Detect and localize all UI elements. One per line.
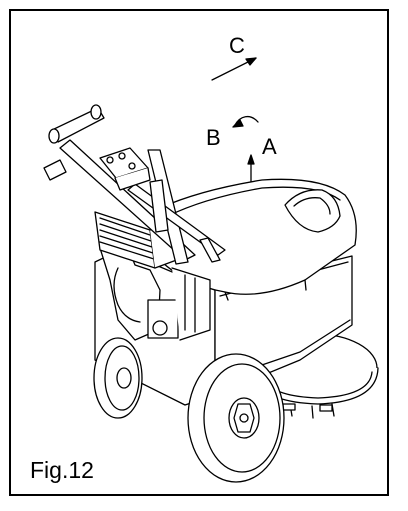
arrow-b-icon bbox=[232, 115, 259, 128]
label-c: C bbox=[229, 33, 245, 58]
label-a: A bbox=[262, 134, 277, 159]
arrow-a-icon bbox=[247, 154, 255, 183]
arrow-c-icon bbox=[211, 57, 257, 81]
large-wheel bbox=[187, 353, 285, 483]
label-b: B bbox=[206, 125, 221, 150]
side-machinery bbox=[99, 239, 211, 341]
small-wheel bbox=[93, 337, 143, 419]
figure-caption: Fig.12 bbox=[30, 457, 94, 483]
handle-frame bbox=[43, 104, 226, 265]
